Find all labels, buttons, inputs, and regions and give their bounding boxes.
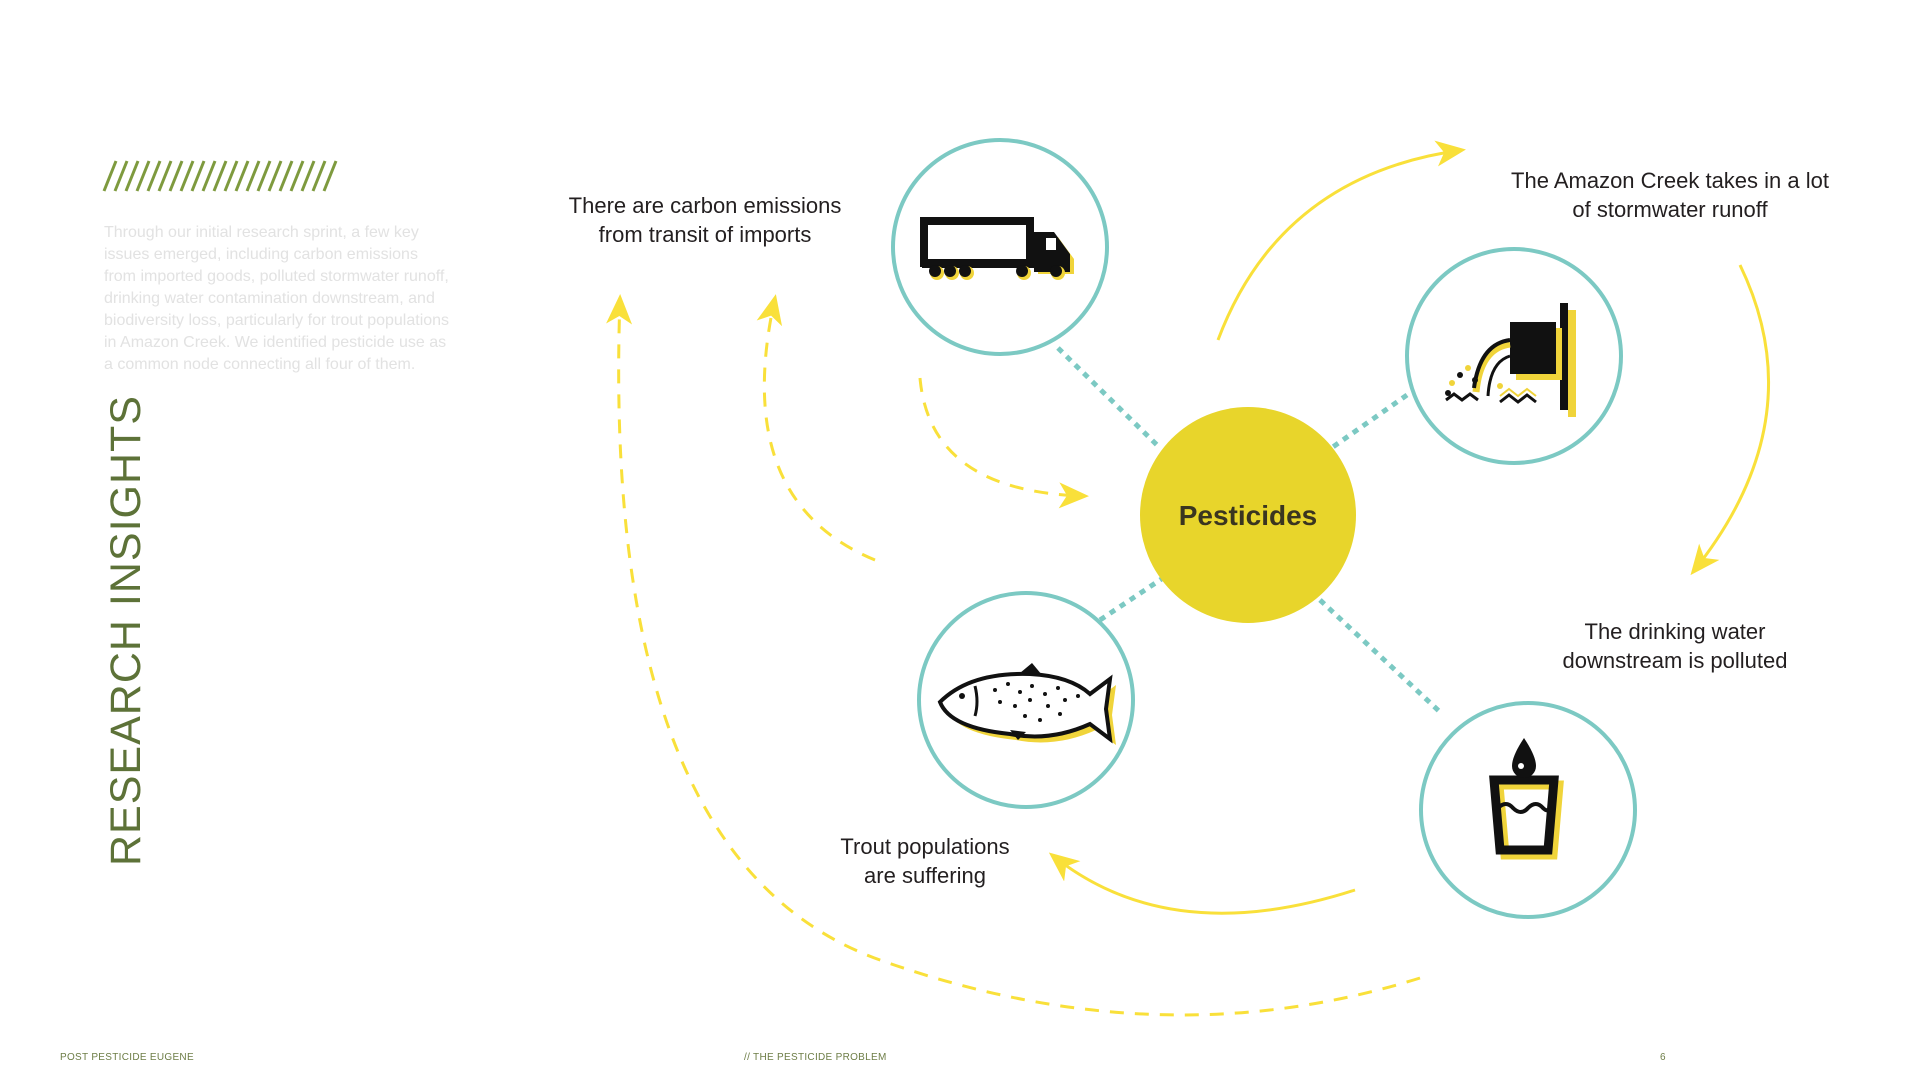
stormwater-pipe-icon — [1445, 303, 1576, 417]
connector-water — [1318, 598, 1442, 714]
connector-truck — [1056, 346, 1160, 448]
label-trout: Trout populations are suffering — [840, 834, 1010, 888]
arrow-to-water — [1690, 264, 1771, 576]
intro-paragraph: Through our initial research sprint, a f… — [104, 224, 450, 373]
arrow-to-trout — [1048, 852, 1356, 915]
truck-icon — [920, 217, 1074, 280]
arrow-return-outer — [606, 294, 1421, 1017]
footer-left: POST PESTICIDE EUGENE — [60, 1052, 194, 1063]
center-label: Pesticides — [1179, 500, 1318, 531]
connector-trout — [1098, 575, 1165, 623]
label-runoff: The Amazon Creek takes in a lot of storm… — [1511, 168, 1829, 222]
hatch-decoration — [102, 160, 338, 192]
water-glass-icon — [1489, 738, 1564, 860]
label-water: The drinking water downstream is pollute… — [1562, 619, 1788, 673]
footer-page-number: 6 — [1660, 1052, 1666, 1063]
arrow-truck-to-center — [918, 377, 1089, 509]
arrow-return-inner — [756, 294, 876, 562]
label-truck: There are carbon emissions from transit … — [568, 193, 842, 247]
arrow-to-runoff — [1216, 140, 1466, 341]
center-node — [1140, 407, 1356, 623]
connector-runoff — [1328, 392, 1409, 452]
trout-fish-icon — [937, 663, 1116, 745]
footer-center: // THE PESTICIDE PROBLEM — [744, 1052, 887, 1063]
